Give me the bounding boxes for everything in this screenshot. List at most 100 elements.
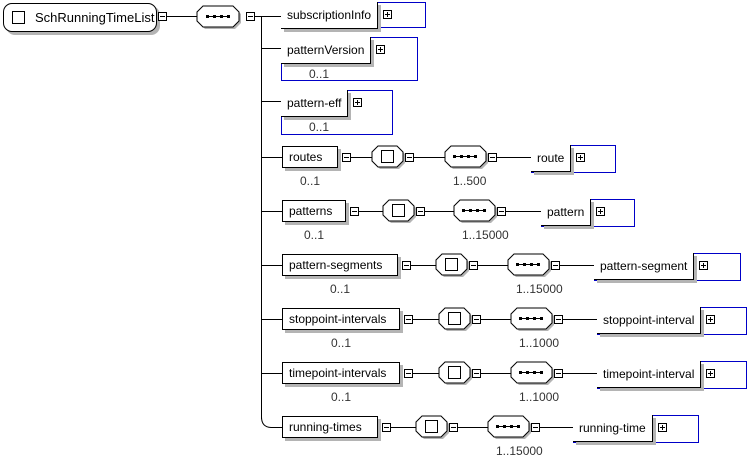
collapse-sequence-button[interactable]: [488, 153, 497, 162]
collapse-button[interactable]: [402, 261, 411, 270]
connector: [262, 373, 282, 374]
connector: [255, 16, 261, 17]
expand-button[interactable]: [376, 45, 386, 54]
cardinality-label: 0..1: [304, 228, 325, 242]
element-pattern[interactable]: pattern: [541, 199, 592, 226]
collapse-choice-button[interactable]: [472, 369, 481, 378]
element-stoppoint-interval[interactable]: stoppoint-interval: [597, 307, 702, 334]
connector: [413, 373, 439, 374]
cardinality-label: 0..1: [309, 67, 330, 81]
connector: [411, 265, 436, 266]
connector: [425, 211, 454, 212]
collapse-choice-button[interactable]: [469, 261, 478, 270]
tree-trunk: [261, 16, 262, 419]
sequence-compositor-icon[interactable]: [510, 361, 560, 387]
element-pattern-eff[interactable]: pattern-eff: [281, 90, 349, 117]
element-routes[interactable]: routes: [282, 146, 338, 168]
connector: [563, 373, 597, 374]
element-patterns[interactable]: patterns: [282, 200, 346, 222]
expand-button[interactable]: [699, 261, 709, 270]
connector: [563, 319, 597, 320]
connector: [262, 101, 282, 102]
expand-button[interactable]: [383, 10, 393, 19]
cardinality-label: 0..1: [330, 282, 351, 296]
collapse-sequence-button[interactable]: [551, 261, 560, 270]
connector: [497, 157, 531, 158]
connector: [413, 319, 439, 320]
connector: [458, 427, 488, 428]
expand-button[interactable]: [596, 207, 606, 216]
connector: [359, 211, 383, 212]
collapse-root-button[interactable]: [158, 12, 167, 21]
collapse-choice-button[interactable]: [472, 315, 481, 324]
element-running-times[interactable]: running-times: [282, 416, 378, 438]
element-timepoint-interval[interactable]: timepoint-interval: [597, 361, 702, 388]
sequence-compositor-icon[interactable]: [507, 253, 557, 279]
connector: [481, 319, 511, 320]
element-subscriptionInfo[interactable]: subscriptionInfo: [281, 2, 379, 29]
collapse-choice-button[interactable]: [416, 207, 425, 216]
element-pattern-segment[interactable]: pattern-segment: [594, 253, 695, 280]
sequence-cardinality-label: 1..15000: [462, 228, 509, 242]
connector: [262, 157, 282, 158]
sequence-cardinality-label: 1..15000: [516, 282, 563, 296]
collapse-button[interactable]: [342, 153, 351, 162]
connector: [506, 211, 541, 212]
connector: [351, 157, 372, 158]
expand-button[interactable]: [706, 369, 716, 378]
choice-compositor-icon[interactable]: [371, 145, 411, 171]
collapse-sequence-button[interactable]: [531, 423, 540, 432]
collapse-sequence-button[interactable]: [554, 369, 563, 378]
sequence-compositor-icon[interactable]: [510, 307, 560, 333]
connector: [262, 48, 282, 49]
cardinality-label: 0..1: [331, 336, 352, 350]
expand-button[interactable]: [706, 315, 716, 324]
connector: [540, 427, 573, 428]
collapse-button[interactable]: [404, 315, 413, 324]
sequence-compositor-icon[interactable]: [453, 199, 503, 225]
cardinality-label: 0..1: [309, 120, 330, 134]
sequence-compositor-icon[interactable]: [196, 5, 246, 31]
sequence-compositor-icon[interactable]: [487, 415, 537, 441]
connector: [167, 16, 197, 17]
element-timepoint-intervals[interactable]: timepoint-intervals: [282, 362, 400, 384]
collapse-sequence-button[interactable]: [497, 207, 506, 216]
sequence-compositor-icon[interactable]: [444, 145, 494, 171]
root-element[interactable]: SchRunningTimeList: [3, 3, 157, 32]
choice-compositor-icon[interactable]: [382, 199, 422, 225]
element-stoppoint-intervals[interactable]: stoppoint-intervals: [282, 308, 400, 330]
connector: [262, 16, 282, 17]
connector: [478, 265, 508, 266]
connector: [481, 373, 511, 374]
sequence-cardinality-label: 1..15000: [496, 444, 543, 458]
collapse-sequence-button[interactable]: [554, 315, 563, 324]
element-pattern-segments[interactable]: pattern-segments: [282, 254, 398, 276]
connector: [262, 319, 282, 320]
collapse-choice-button[interactable]: [449, 423, 458, 432]
collapse-choice-button[interactable]: [405, 153, 414, 162]
connector: [262, 211, 282, 212]
collapse-button[interactable]: [350, 207, 359, 216]
element-route[interactable]: route: [531, 145, 572, 172]
cardinality-label: 0..1: [331, 390, 352, 404]
collapse-button[interactable]: [382, 423, 391, 432]
choice-compositor-icon[interactable]: [438, 307, 478, 333]
expand-button[interactable]: [576, 153, 586, 162]
choice-compositor-icon[interactable]: [415, 415, 455, 441]
element-patternVersion[interactable]: patternVersion: [281, 37, 372, 64]
cardinality-label: 0..1: [300, 174, 321, 188]
choice-compositor-icon[interactable]: [435, 253, 475, 279]
element-running-time[interactable]: running-time: [573, 415, 653, 442]
root-element-label: SchRunningTimeList: [35, 10, 155, 25]
collapse-button[interactable]: [404, 369, 413, 378]
sequence-cardinality-label: 1..1000: [519, 390, 560, 404]
connector: [414, 157, 445, 158]
choice-compositor-icon[interactable]: [438, 361, 478, 387]
trunk-curve: [261, 417, 283, 428]
element-icon: [12, 11, 25, 24]
expand-button[interactable]: [353, 98, 363, 107]
expand-button[interactable]: [657, 423, 667, 432]
collapse-sequence-button[interactable]: [246, 12, 255, 21]
connector: [391, 427, 416, 428]
connector: [262, 265, 282, 266]
